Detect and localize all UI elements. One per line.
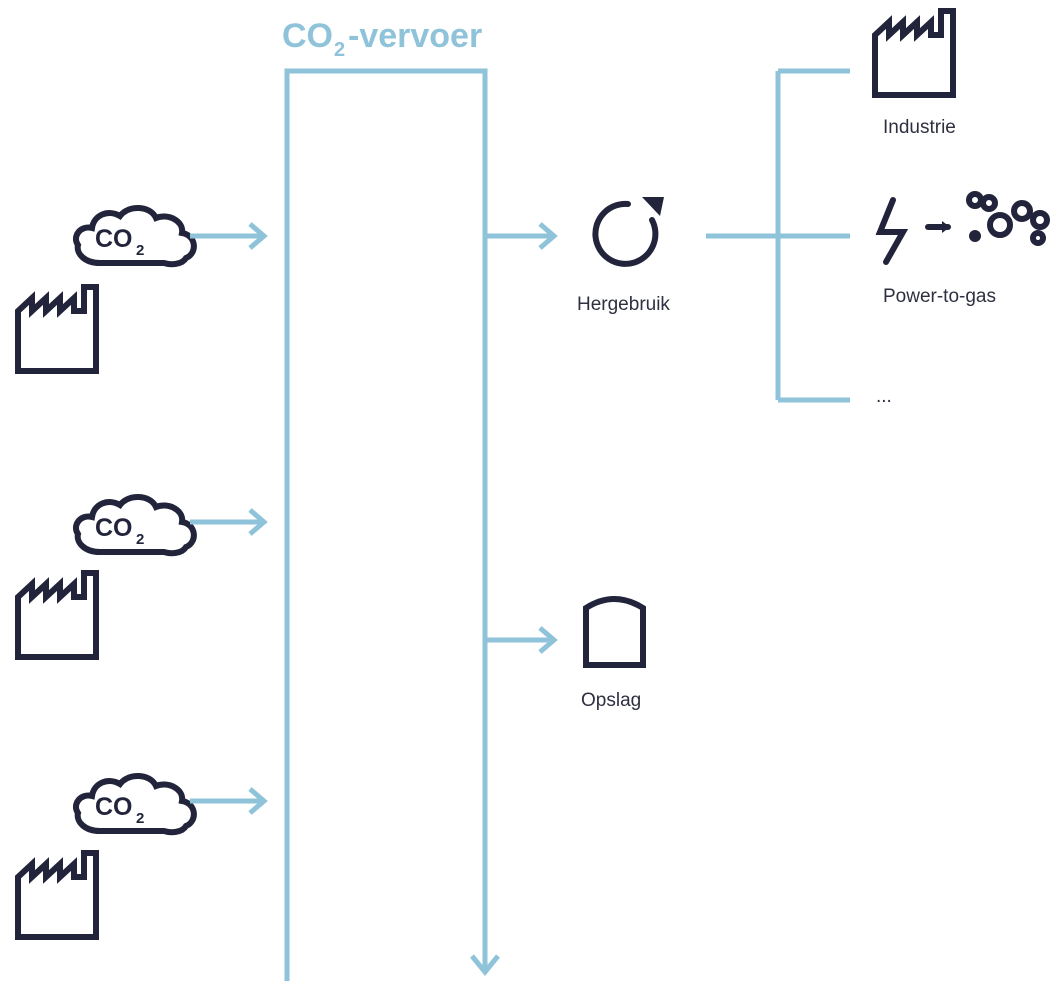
source-arrowhead [248, 222, 268, 250]
lightning-to-gas-icon [875, 191, 1050, 265]
application-label: Power-to-gas [883, 286, 996, 307]
co2-label: CO [95, 514, 133, 542]
storage-arrowhead [538, 626, 558, 654]
emission-source: CO 2 [18, 776, 268, 937]
application-label: Industrie [883, 117, 956, 138]
application-power-to-gas: Power-to-gas [875, 191, 1050, 307]
factory-icon [18, 853, 96, 937]
pipe-body [284, 68, 488, 981]
application-industrie: Industrie [875, 11, 956, 138]
storage-label: Opslag [581, 690, 641, 711]
source-arrowhead [248, 787, 268, 815]
reuse-label: Hergebruik [577, 294, 670, 315]
application-more: ... [876, 386, 892, 407]
factory-icon [875, 11, 953, 95]
co2-cloud-icon [76, 497, 194, 553]
title-prefix: CO [282, 17, 333, 55]
co2-subscript: 2 [136, 810, 144, 827]
co2-cloud-icon [76, 208, 194, 264]
emission-source: CO 2 [18, 208, 268, 371]
diagram-title: CO 2 -vervoer [282, 17, 482, 61]
factory-icon [18, 287, 96, 371]
applications-branch [706, 68, 850, 403]
emission-source: CO 2 [18, 497, 268, 657]
reuse-arrowhead [538, 222, 558, 250]
source-arrowhead [248, 508, 268, 536]
recycle-arrow-icon [592, 197, 664, 267]
title-suffix: -vervoer [348, 17, 482, 55]
storage-tank-icon [583, 596, 646, 668]
co2-label: CO [95, 225, 133, 253]
destination-storage: Opslag [487, 596, 646, 711]
pipe-outlet-arrowhead [470, 954, 500, 976]
co2-subscript: 2 [136, 242, 144, 259]
factory-icon [18, 573, 96, 657]
co2-subscript: 2 [136, 531, 144, 548]
destination-reuse: Hergebruik [487, 197, 670, 315]
transport-pipe [284, 68, 500, 981]
title-subscript: 2 [334, 39, 345, 61]
application-label: ... [876, 386, 892, 407]
co2-cloud-icon [76, 776, 194, 832]
co2-label: CO [95, 793, 133, 821]
